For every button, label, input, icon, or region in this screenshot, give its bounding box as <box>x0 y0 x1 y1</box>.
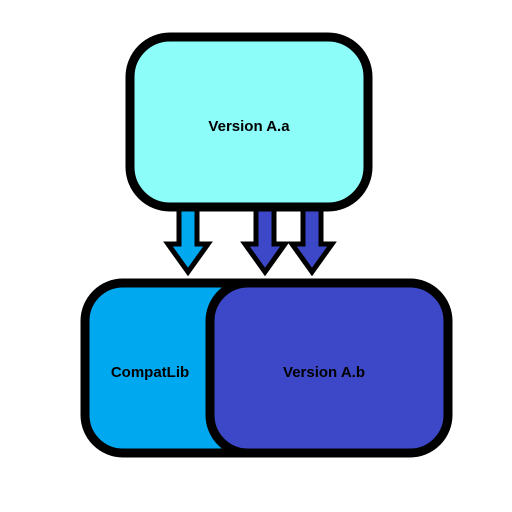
node-version-a-a: Version A.a <box>125 32 373 212</box>
arrow-to-version-a-b-left <box>240 205 290 277</box>
node-version-a-a-box <box>125 32 373 212</box>
node-version-a-b-label: Version A.b <box>283 364 365 381</box>
arrow-to-compatlib <box>163 205 213 277</box>
arrow-to-version-a-b-right <box>287 205 337 277</box>
node-version-a-a-label: Version A.a <box>208 118 290 135</box>
node-version-a-b-box <box>205 278 453 458</box>
node-version-a-b: Version A.b <box>205 278 453 458</box>
arrows <box>163 205 337 277</box>
node-compatlib-label: CompatLib <box>111 364 189 381</box>
